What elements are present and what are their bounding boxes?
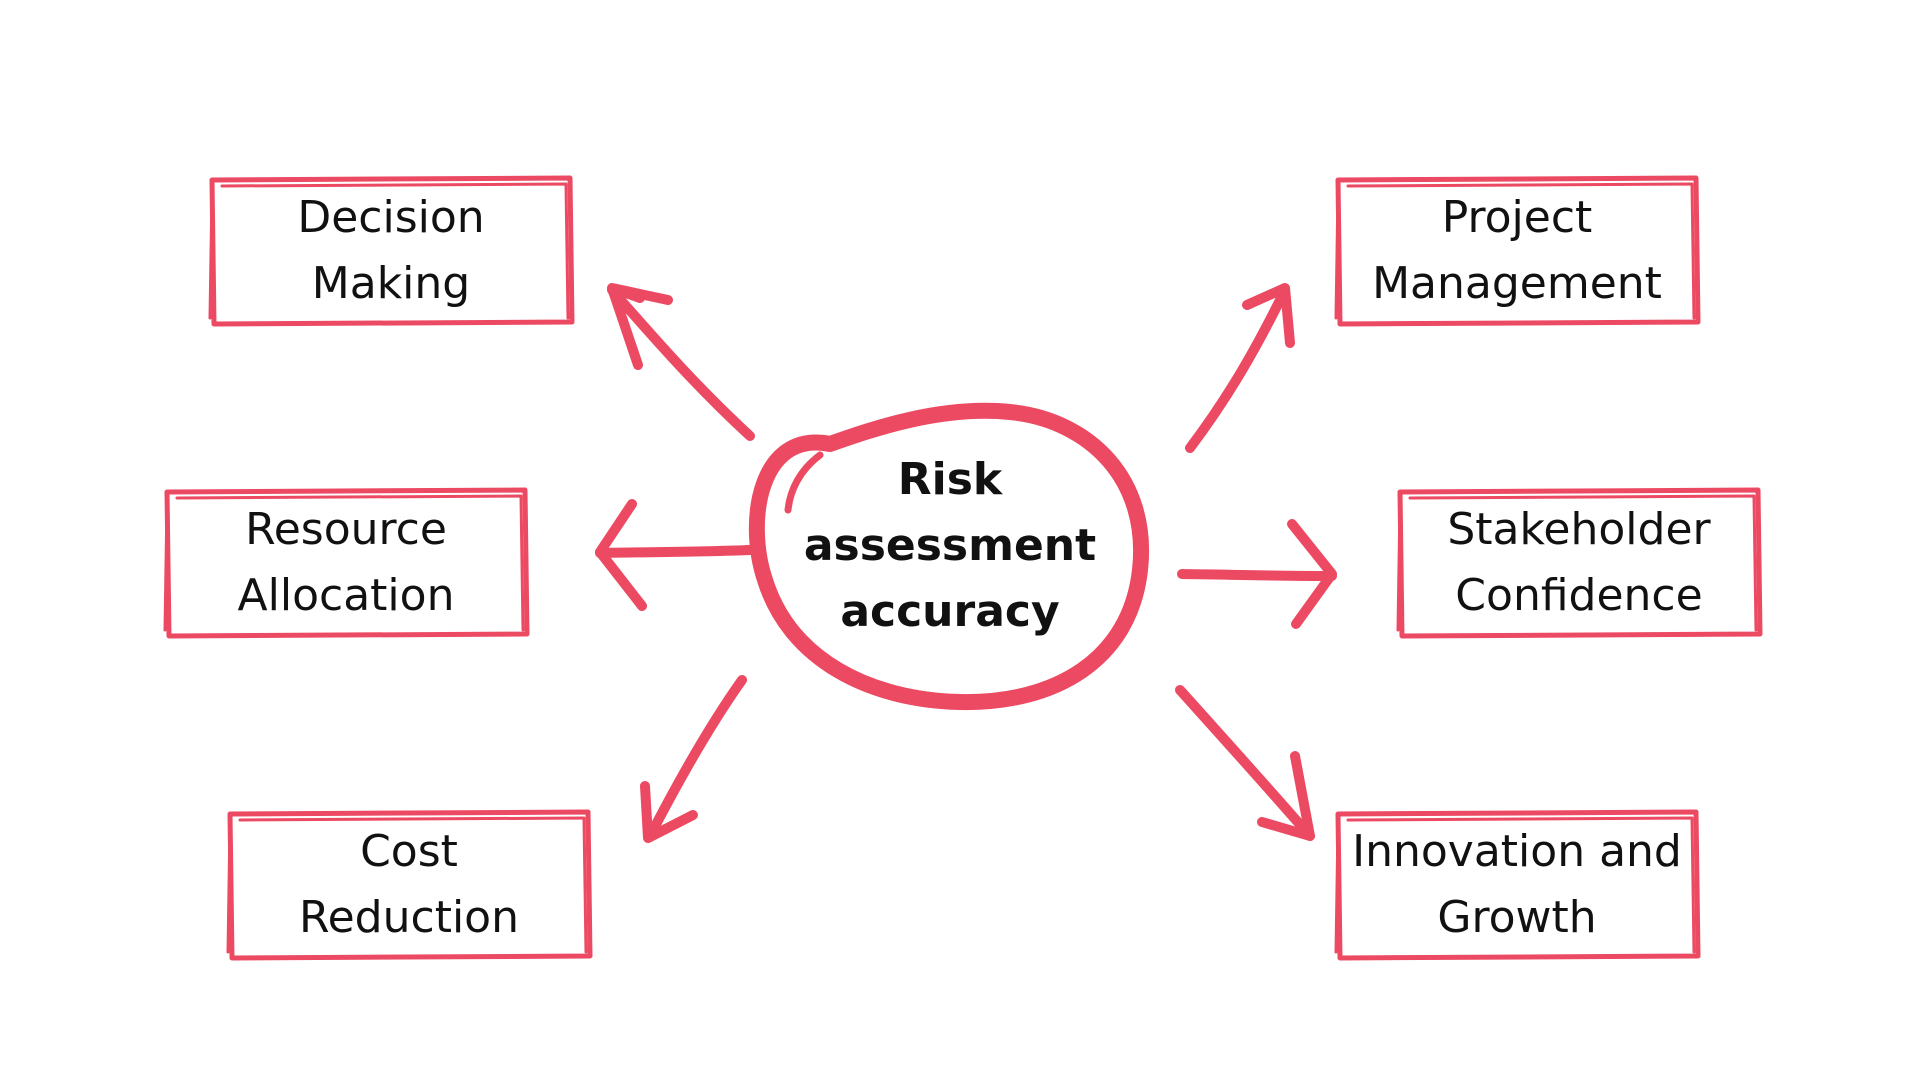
frame-innovation-growth — [1335, 809, 1701, 961]
node-cost-reduction: Cost Reduction — [228, 812, 590, 958]
frame-stakeholder-confidence — [1397, 487, 1763, 639]
node-stakeholder-confidence: Stakeholder Confidence — [1398, 490, 1760, 636]
arrow-head — [595, 499, 647, 611]
arrow-cost-reduction — [640, 675, 747, 843]
node-label: Stakeholder Confidence — [1447, 504, 1711, 621]
node-project-management: Project Management — [1336, 178, 1698, 324]
arrow-shaft — [595, 545, 755, 558]
node-decision-making: Decision Making — [210, 178, 572, 324]
arrow-project-management — [1185, 283, 1295, 453]
center-circle — [748, 402, 1150, 711]
arrow-head — [1242, 283, 1295, 348]
frame-resource-allocation — [164, 487, 530, 639]
arrow-shaft — [1177, 569, 1337, 581]
node-label: Innovation and Growth — [1352, 826, 1682, 943]
arrow-head — [607, 283, 673, 370]
arrow-head — [1287, 519, 1337, 629]
node-label: Resource Allocation — [237, 504, 455, 621]
node-resource-allocation: Resource Allocation — [165, 490, 527, 636]
arrow-innovation-growth — [1175, 685, 1315, 841]
frame-cost-reduction — [227, 809, 593, 961]
arrow-head — [1257, 751, 1315, 841]
node-innovation-growth: Innovation and Growth — [1336, 812, 1698, 958]
frame-decision-making-sketch — [208, 182, 570, 320]
frame-stakeholder-confidence-sketch — [1396, 494, 1758, 632]
frame-innovation-growth-sketch — [1334, 816, 1696, 954]
node-label: Decision Making — [297, 192, 485, 309]
arrow-shaft — [645, 675, 747, 841]
node-label: Cost Reduction — [299, 826, 519, 943]
frame-project-management-sketch — [1334, 182, 1696, 320]
node-frames — [163, 175, 1763, 961]
node-label: Project Management — [1372, 192, 1662, 309]
arrow-shaft — [1175, 685, 1315, 841]
arrow-decision-making — [607, 283, 755, 441]
frame-resource-allocation-sketch — [163, 494, 525, 632]
frame-decision-making — [209, 175, 575, 327]
frame-cost-reduction-sketch — [226, 816, 588, 954]
frame-project-management — [1335, 175, 1701, 327]
arrow-stakeholder-confidence — [1177, 519, 1337, 629]
arrow-shaft — [1185, 285, 1290, 453]
arrow-resource-allocation — [595, 499, 755, 611]
arrow-shaft — [607, 285, 755, 441]
center-node-label: Risk assessment accuracy — [803, 454, 1097, 637]
arrow-head — [640, 781, 698, 843]
